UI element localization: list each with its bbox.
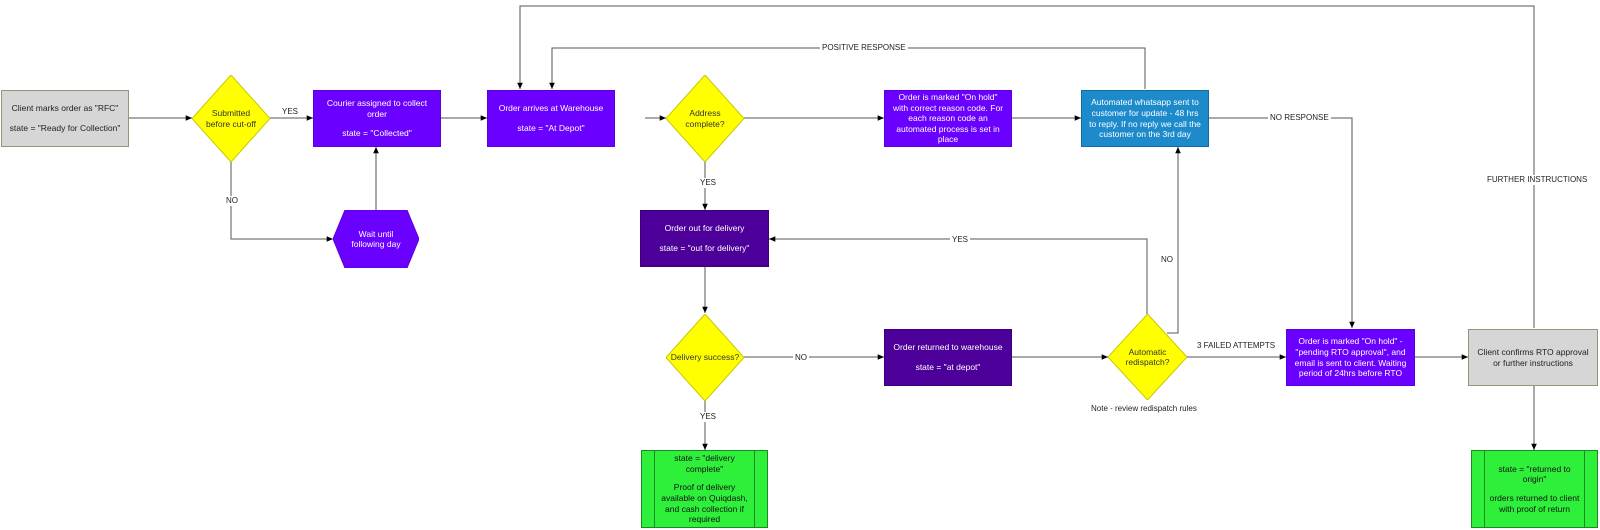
rto-text: Order is marked "On hold" - "pending RTO… (1294, 336, 1407, 379)
courier-line1: Courier assigned to collect order (326, 98, 428, 119)
delivery-diamond-shape (666, 314, 744, 401)
edge-label-no-cutoff: NO (224, 196, 240, 206)
order-out-for-delivery-node: Order out for delivery state = "out for … (640, 210, 769, 267)
cutoff-label: Submitted before cut-off (206, 108, 256, 129)
order-arrives-warehouse-node: Order arrives at Warehouse state = "At D… (487, 90, 615, 147)
order-on-hold-node: Order is marked "On hold" with correct r… (884, 90, 1012, 147)
edge-label-yes-cutoff: YES (280, 107, 301, 117)
rtoorigin-line2: orders returned to client with proof of … (1489, 493, 1580, 514)
warehouse-line1: Order arrives at Warehouse (498, 103, 604, 114)
edge-whatsapp-positive-to-warehouse (549, 47, 1146, 89)
edge-label-3-failed-attempts: 3 FAILED ATTEMPTS (1195, 341, 1278, 351)
returned-line1: Order returned to warehouse (893, 342, 1003, 353)
redispatch-note: Note - review redispatch rules (1091, 404, 1197, 413)
courier-assigned-node: Courier assigned to collect order state … (313, 90, 441, 147)
edge-label-yes-address: YES (698, 178, 719, 188)
address-diamond-shape (666, 75, 744, 162)
client-marks-rfc-node: Client marks order as "RFC" state = "Rea… (1, 90, 129, 147)
address-complete-decision: Address complete? (666, 75, 744, 162)
rfc-line2: state = "Ready for Collection" (9, 123, 121, 133)
warehouse-line2: state = "At Depot" (517, 123, 585, 133)
returned-line2: state = "at depot" (915, 362, 981, 372)
complete-line2: Proof of delivery available on Quiqdash,… (661, 482, 748, 525)
pending-rto-approval-node: Order is marked "On hold" - "pending RTO… (1286, 329, 1415, 386)
edge-label-positive-response: POSITIVE RESPONSE (820, 43, 908, 53)
cutoff-diamond-shape (192, 75, 270, 162)
edge-cutoff-no-to-wait (230, 162, 333, 242)
order-returned-warehouse-node: Order returned to warehouse state = "at … (884, 329, 1012, 386)
automatic-redispatch-decision: Automatic redispatch? (1108, 314, 1187, 400)
edge-label-further-instructions: FURTHER INSTRUCTIONS (1485, 175, 1590, 185)
delivery-complete-node: state = "delivery complete" Proof of del… (641, 450, 768, 528)
automated-whatsapp-node: Automated whatsapp sent to customer for … (1081, 90, 1209, 147)
courier-line2: state = "Collected" (342, 128, 412, 139)
redispatch-diamond-shape (1108, 314, 1187, 400)
wait-following-day-node: Wait until following day (333, 210, 419, 268)
edge-whatsapp-noresponse-to-rto (1209, 117, 1355, 328)
edge-label-no-delivery: NO (793, 353, 809, 363)
edge-clientconfirm-further-to-warehouse (517, 5, 1535, 328)
edge-redispatch-no-to-whatsapp (1167, 147, 1181, 334)
edge-label-no-redispatch: NO (1159, 255, 1175, 265)
complete-line1: state = "delivery complete" (674, 453, 735, 474)
address-label: Address complete? (685, 108, 725, 129)
onhold-text: Order is marked "On hold" with correct r… (892, 91, 1004, 145)
delivery-success-decision: Delivery success? (666, 314, 744, 401)
edge-label-yes-delivery: YES (698, 412, 719, 422)
whatsapp-text: Automated whatsapp sent to customer for … (1089, 97, 1201, 140)
returned-to-origin-node: state = "returned to origin" orders retu… (1471, 450, 1598, 528)
wait-label: Wait until following day (351, 228, 401, 249)
wait-hexagon-shape (333, 210, 419, 268)
rtoorigin-line1: state = "returned to origin" (1498, 463, 1571, 485)
outfordelivery-line1: Order out for delivery (664, 223, 745, 234)
edge-label-no-response: NO RESPONSE (1268, 113, 1331, 123)
outfordelivery-line2: state = "out for delivery" (659, 243, 750, 253)
redispatch-label: Automatic redispatch? (1125, 346, 1170, 367)
delivery-label: Delivery success? (670, 352, 740, 363)
edge-label-yes-redispatch: YES (950, 235, 971, 245)
rfc-line1: Client marks order as "RFC" (11, 103, 119, 114)
clientconfirm-text: Client confirms RTO approval or further … (1477, 346, 1589, 368)
cutoff-decision: Submitted before cut-off (192, 75, 270, 162)
client-confirms-rto-node: Client confirms RTO approval or further … (1468, 329, 1598, 386)
edge-redispatch-yes-to-outfordelivery (769, 236, 1148, 315)
